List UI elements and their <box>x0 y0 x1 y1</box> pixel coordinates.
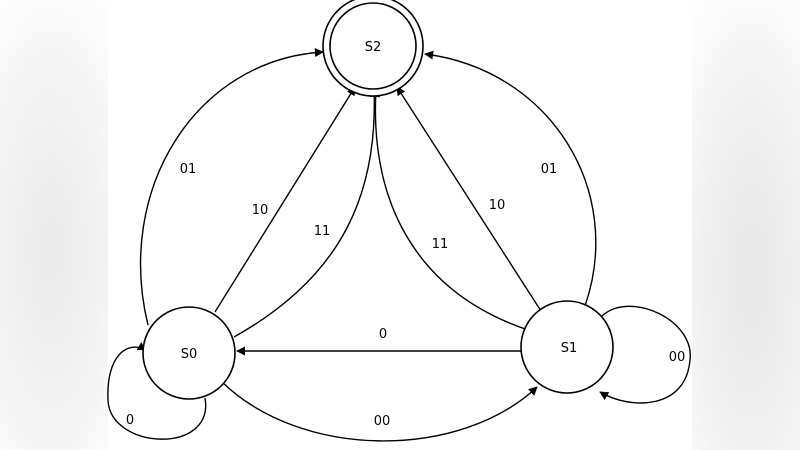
edge-s1-to-s2-11 <box>371 88 529 331</box>
edge-label-s0-to-s1: 00 <box>374 414 391 429</box>
edge-s1-self <box>599 305 691 404</box>
edge-label-s0-to-s2-01: 01 <box>180 162 197 177</box>
edge-s0-self <box>107 342 207 440</box>
state-s2-label: S2 <box>365 40 382 55</box>
edge-label-s1-to-s2-10: 10 <box>489 198 506 213</box>
edge-s0-to-s2-01 <box>139 48 324 326</box>
state-s0-circle <box>142 306 236 400</box>
state-s0-label: S0 <box>181 347 198 362</box>
blurred-backdrop-left <box>0 0 125 450</box>
edge-label-s1-self: 00 <box>669 350 686 365</box>
edge-label-s1-to-s2-11: 11 <box>432 237 449 252</box>
state-s2: S2 <box>322 0 424 97</box>
edge-label-s1-to-s0: 0 <box>379 327 387 342</box>
state-s2-inner-ring <box>329 2 417 90</box>
edge-s0-to-s2-10 <box>214 86 356 313</box>
edge-s0-to-s1 <box>219 379 538 442</box>
edge-s1-to-s2-10 <box>396 86 542 312</box>
edge-label-s0-to-s2-11: 11 <box>314 224 331 239</box>
edge-label-s0-self: 0 <box>126 413 134 428</box>
edge-label-s0-to-s2-10: 10 <box>252 203 269 218</box>
state-s1-circle <box>520 300 614 394</box>
edge-s1-to-s2-01 <box>424 50 597 307</box>
state-s1: S1 <box>520 300 614 394</box>
edge-label-s1-to-s2-01: 01 <box>541 162 558 177</box>
state-s0: S0 <box>142 306 236 400</box>
blurred-backdrop-right <box>680 0 800 450</box>
edge-s0-to-s2-11 <box>233 88 379 338</box>
state-s1-label: S1 <box>561 341 578 356</box>
